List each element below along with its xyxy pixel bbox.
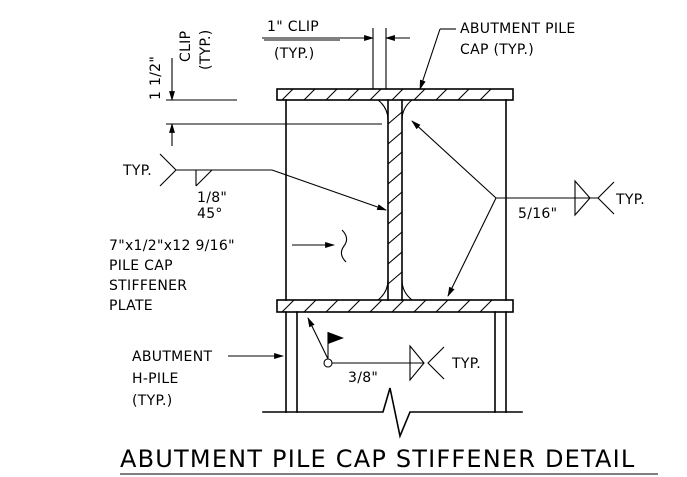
hatch-line	[391, 299, 405, 313]
hatch-line	[387, 151, 403, 165]
bottom-flange-plate	[276, 299, 514, 313]
weld-symbol-right: 5/16" TYP.	[411, 120, 645, 297]
hatch-line	[387, 131, 403, 145]
hatch-line	[387, 111, 403, 125]
weld-right-typ: TYP.	[615, 192, 645, 208]
beam-web	[377, 99, 413, 301]
clip-vertical-size: 1 1/2"	[148, 56, 164, 100]
weld-symbol-left: TYP. 1/8" 45°	[122, 153, 387, 222]
stiffener-label-2: PILE CAP	[109, 258, 173, 274]
hatch-line	[435, 88, 448, 101]
weld-left-size: 1/8"	[197, 190, 227, 206]
hatch-line	[435, 299, 449, 313]
clip-vertical-typ: (TYP.)	[198, 29, 214, 70]
hatch-line	[325, 88, 338, 101]
hatch-line	[457, 299, 471, 313]
weld-left-typ: TYP.	[122, 163, 152, 179]
clip-vertical-dimension: 1 1/2" CLIP (TYP.)	[148, 29, 382, 146]
stiffener-label-3: STIFFENER	[109, 278, 187, 294]
weld-right-size: 5/16"	[518, 206, 557, 222]
hatch-line	[387, 191, 403, 205]
h-pile-callout: ABUTMENT H-PILE (TYP.)	[132, 349, 284, 409]
h-pile	[262, 311, 523, 439]
hatch-line	[347, 88, 360, 101]
clip-top-typ: (TYP.)	[274, 46, 315, 62]
clip-top-label: 1" CLIP	[267, 19, 319, 35]
weld-left-angle: 45°	[197, 206, 223, 222]
hatch-line	[479, 299, 493, 313]
stiffener-label-1: 7"x1/2"x12 9/16"	[109, 238, 235, 254]
h-pile-label-2: H-PILE	[132, 371, 179, 387]
hatch-line	[387, 171, 403, 185]
hatch-line	[387, 231, 403, 245]
field-weld-flag-icon	[328, 332, 344, 344]
pile-cap-label-2: CAP (TYP.)	[460, 42, 534, 58]
hatch-line	[369, 88, 382, 101]
hatch-line	[369, 299, 383, 313]
top-flange-plate	[276, 88, 514, 101]
h-pile-label-1: ABUTMENT	[132, 349, 212, 365]
hatch-line	[281, 88, 294, 101]
stiffener-callout: 7"x1/2"x12 9/16" PILE CAP STIFFENER PLAT…	[109, 229, 348, 314]
hatch-line	[325, 299, 339, 313]
hatch-line	[387, 251, 403, 265]
clip-vertical-label: CLIP	[178, 31, 194, 62]
hatch-line	[347, 299, 361, 313]
weld-bottom-size: 3/8"	[348, 370, 378, 386]
h-pile-label-3: (TYP.)	[132, 393, 173, 409]
clip-top-dimension: 1" CLIP (TYP.)	[262, 19, 410, 89]
hatch-line	[303, 299, 317, 313]
hatch-line	[413, 88, 426, 101]
hatch-line	[281, 299, 295, 313]
drawing-title: ABUTMENT PILE CAP STIFFENER DETAIL	[120, 445, 636, 473]
hatch-line	[413, 299, 427, 313]
hatch-line	[387, 211, 403, 225]
hatch-line	[391, 88, 404, 101]
pile-cap-label-1: ABUTMENT PILE	[460, 21, 576, 37]
hatch-line	[457, 88, 470, 101]
stiffener-plates	[285, 99, 507, 301]
weld-symbol-bottom: 3/8" TYP.	[307, 317, 481, 386]
hatch-line	[303, 88, 316, 101]
weld-bottom-typ: TYP.	[451, 356, 481, 372]
pile-cap-callout: ABUTMENT PILE CAP (TYP.)	[419, 21, 576, 90]
hatch-line	[479, 88, 492, 101]
hatch-line	[387, 271, 403, 285]
stiffener-label-4: PLATE	[109, 298, 153, 314]
